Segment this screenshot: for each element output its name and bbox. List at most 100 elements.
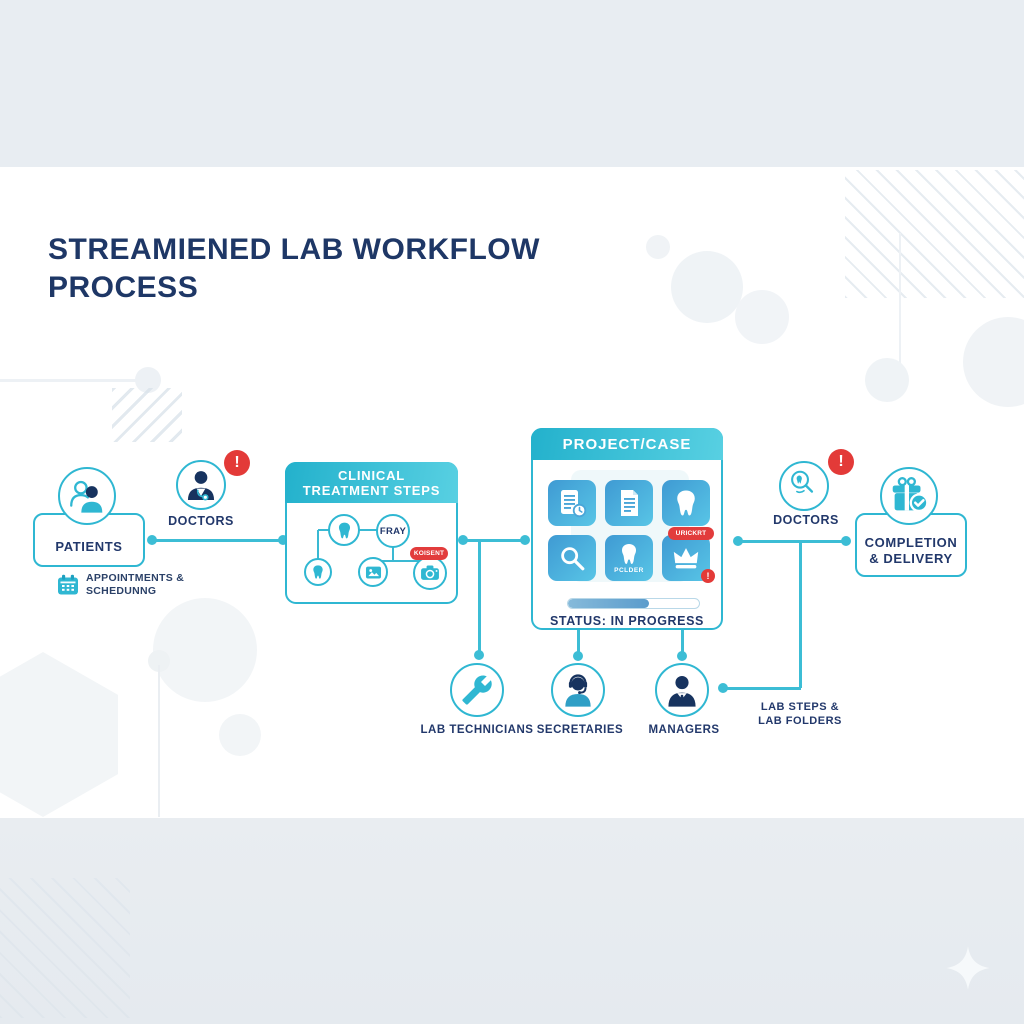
decor-circle-bl-2 [148,650,170,672]
clinical-panel-header: CLINICAL TREATMENT STEPS [285,462,458,503]
headset-person-icon [565,674,591,707]
consent-badge: KOISENT [410,547,448,560]
appointments-note-line1: APPOINTMENTS & [86,572,185,584]
project-panel-header: PROJECT/CASE [531,428,723,460]
camera-icon [421,565,439,580]
lab-steps-note-line1: LAB STEPS & [760,701,840,713]
completion-label-line1: COMPLETION [864,535,958,550]
clinical-step-image [358,557,388,587]
connector-patients-clinical [152,539,284,542]
decor-pin-right-dot [865,358,909,402]
secretaries-label: SECRETARIES [536,724,624,736]
decor-circle-right-large [963,317,1024,407]
appointments-note: APPOINTMENTS & SCHEDUNNG [86,572,184,598]
gift-check-icon [892,477,929,513]
decor-circle-bl-3 [219,714,261,756]
project-header-label: PROJECT/CASE [562,435,692,453]
clinical-header-line2: TREATMENT STEPS [302,482,441,498]
page-title: STREAMIENED LAB WORKFLOW PROCESS [48,231,540,307]
connector-dot [841,536,851,546]
lab-steps-note: LAB STEPS & LAB FOLDERS [740,700,860,728]
hatch-bottom-left [0,878,130,1018]
clinical-step-xray: FRAY [376,514,410,548]
tooth-folder-icon [622,544,636,564]
connector-dot [278,535,288,545]
hatch-top-right [845,170,1024,298]
connector-dot [733,536,743,546]
doctors-left-alert-badge: ! [224,450,250,476]
completion-circle [880,467,938,525]
xray-label: FRAY [379,525,407,537]
decor-streaks [112,388,182,442]
project-tile-tooth-folder: PCLDER [605,535,653,581]
tooth-icon [338,522,350,538]
doctors-left-label: DOCTORS [168,514,234,528]
title-line2: PROCESS [48,271,199,304]
patients-icon [70,480,103,513]
connector-down-secretaries [577,630,580,653]
connector-dot [677,651,687,661]
consent-badge-label: KOISENT [413,550,445,557]
decor-pin-bl-line [158,665,160,817]
suit-person-icon [668,676,696,707]
clinical-treatment-panel: CLINICAL TREATMENT STEPS FRAY K [285,462,458,604]
clinical-inner-line [373,560,430,562]
crown-icon [673,548,699,569]
title-line1: STREAMIENED LAB WORKFLOW [48,233,540,266]
decor-circle-bl-1 [153,598,257,702]
wrench-icon [462,675,492,705]
decor-pin-right-line [899,233,901,365]
progress-bar [567,598,700,609]
project-tile-document [605,480,653,526]
tooth-magnifier-icon [791,470,814,494]
project-tile-tooth [662,480,710,526]
clinical-inner-line [392,547,394,561]
project-tile-magnifier [548,535,596,581]
crown-alert-badge: ! [701,569,715,583]
alert-icon: ! [706,571,710,581]
clinical-inner-line [317,530,319,572]
image-icon [365,566,381,578]
connector-dot [474,650,484,660]
bottom-band [0,818,1024,1024]
patients-avatar-circle [58,467,116,525]
folder-label: PCLDER [614,567,644,574]
completion-label-line2: & DELIVERY [869,551,953,566]
appointments-note-line2: SCHEDUNNG [86,585,157,597]
lab-technicians-circle [450,663,504,717]
project-tile-document-clock [548,480,596,526]
top-band [0,0,1024,167]
connector-clinical-project [462,539,526,542]
clinical-step-tooth-1 [328,514,360,546]
status-text: STATUS: IN PROGRESS [549,614,704,628]
doctors-right-circle [779,461,829,511]
connector-dot [718,683,728,693]
managers-label: MANAGERS [648,724,720,736]
connector-dot [520,535,530,545]
calendar-icon [58,574,78,595]
doctors-right-label: DOCTORS [773,513,839,527]
managers-circle [655,663,709,717]
connector-elbow-vertical [799,541,802,688]
connector-down-managers [681,630,684,653]
connector-dot [573,651,583,661]
connector-project-completion [737,540,847,543]
urgent-badge: URICKRT [668,527,714,540]
clinical-step-camera [413,556,447,590]
decor-circle-mid-2 [735,290,789,344]
connector-dot [147,535,157,545]
progress-fill [568,599,650,608]
lab-steps-note-line2: LAB FOLDERS [758,715,842,727]
tooth-icon [313,565,323,579]
document-clock-icon [561,490,587,518]
magnifier-icon [561,547,585,571]
doctor-icon [187,471,215,501]
doctors-left-circle [176,460,226,510]
alert-icon: ! [234,454,240,471]
decor-pin-left-line [0,379,148,382]
project-case-panel: PROJECT/CASE [531,428,723,630]
decor-hexagon-1 [0,652,118,817]
secretaries-circle [551,663,605,717]
decor-circle-mid-3 [646,235,670,259]
clinical-header-line1: CLINICAL [337,467,406,483]
